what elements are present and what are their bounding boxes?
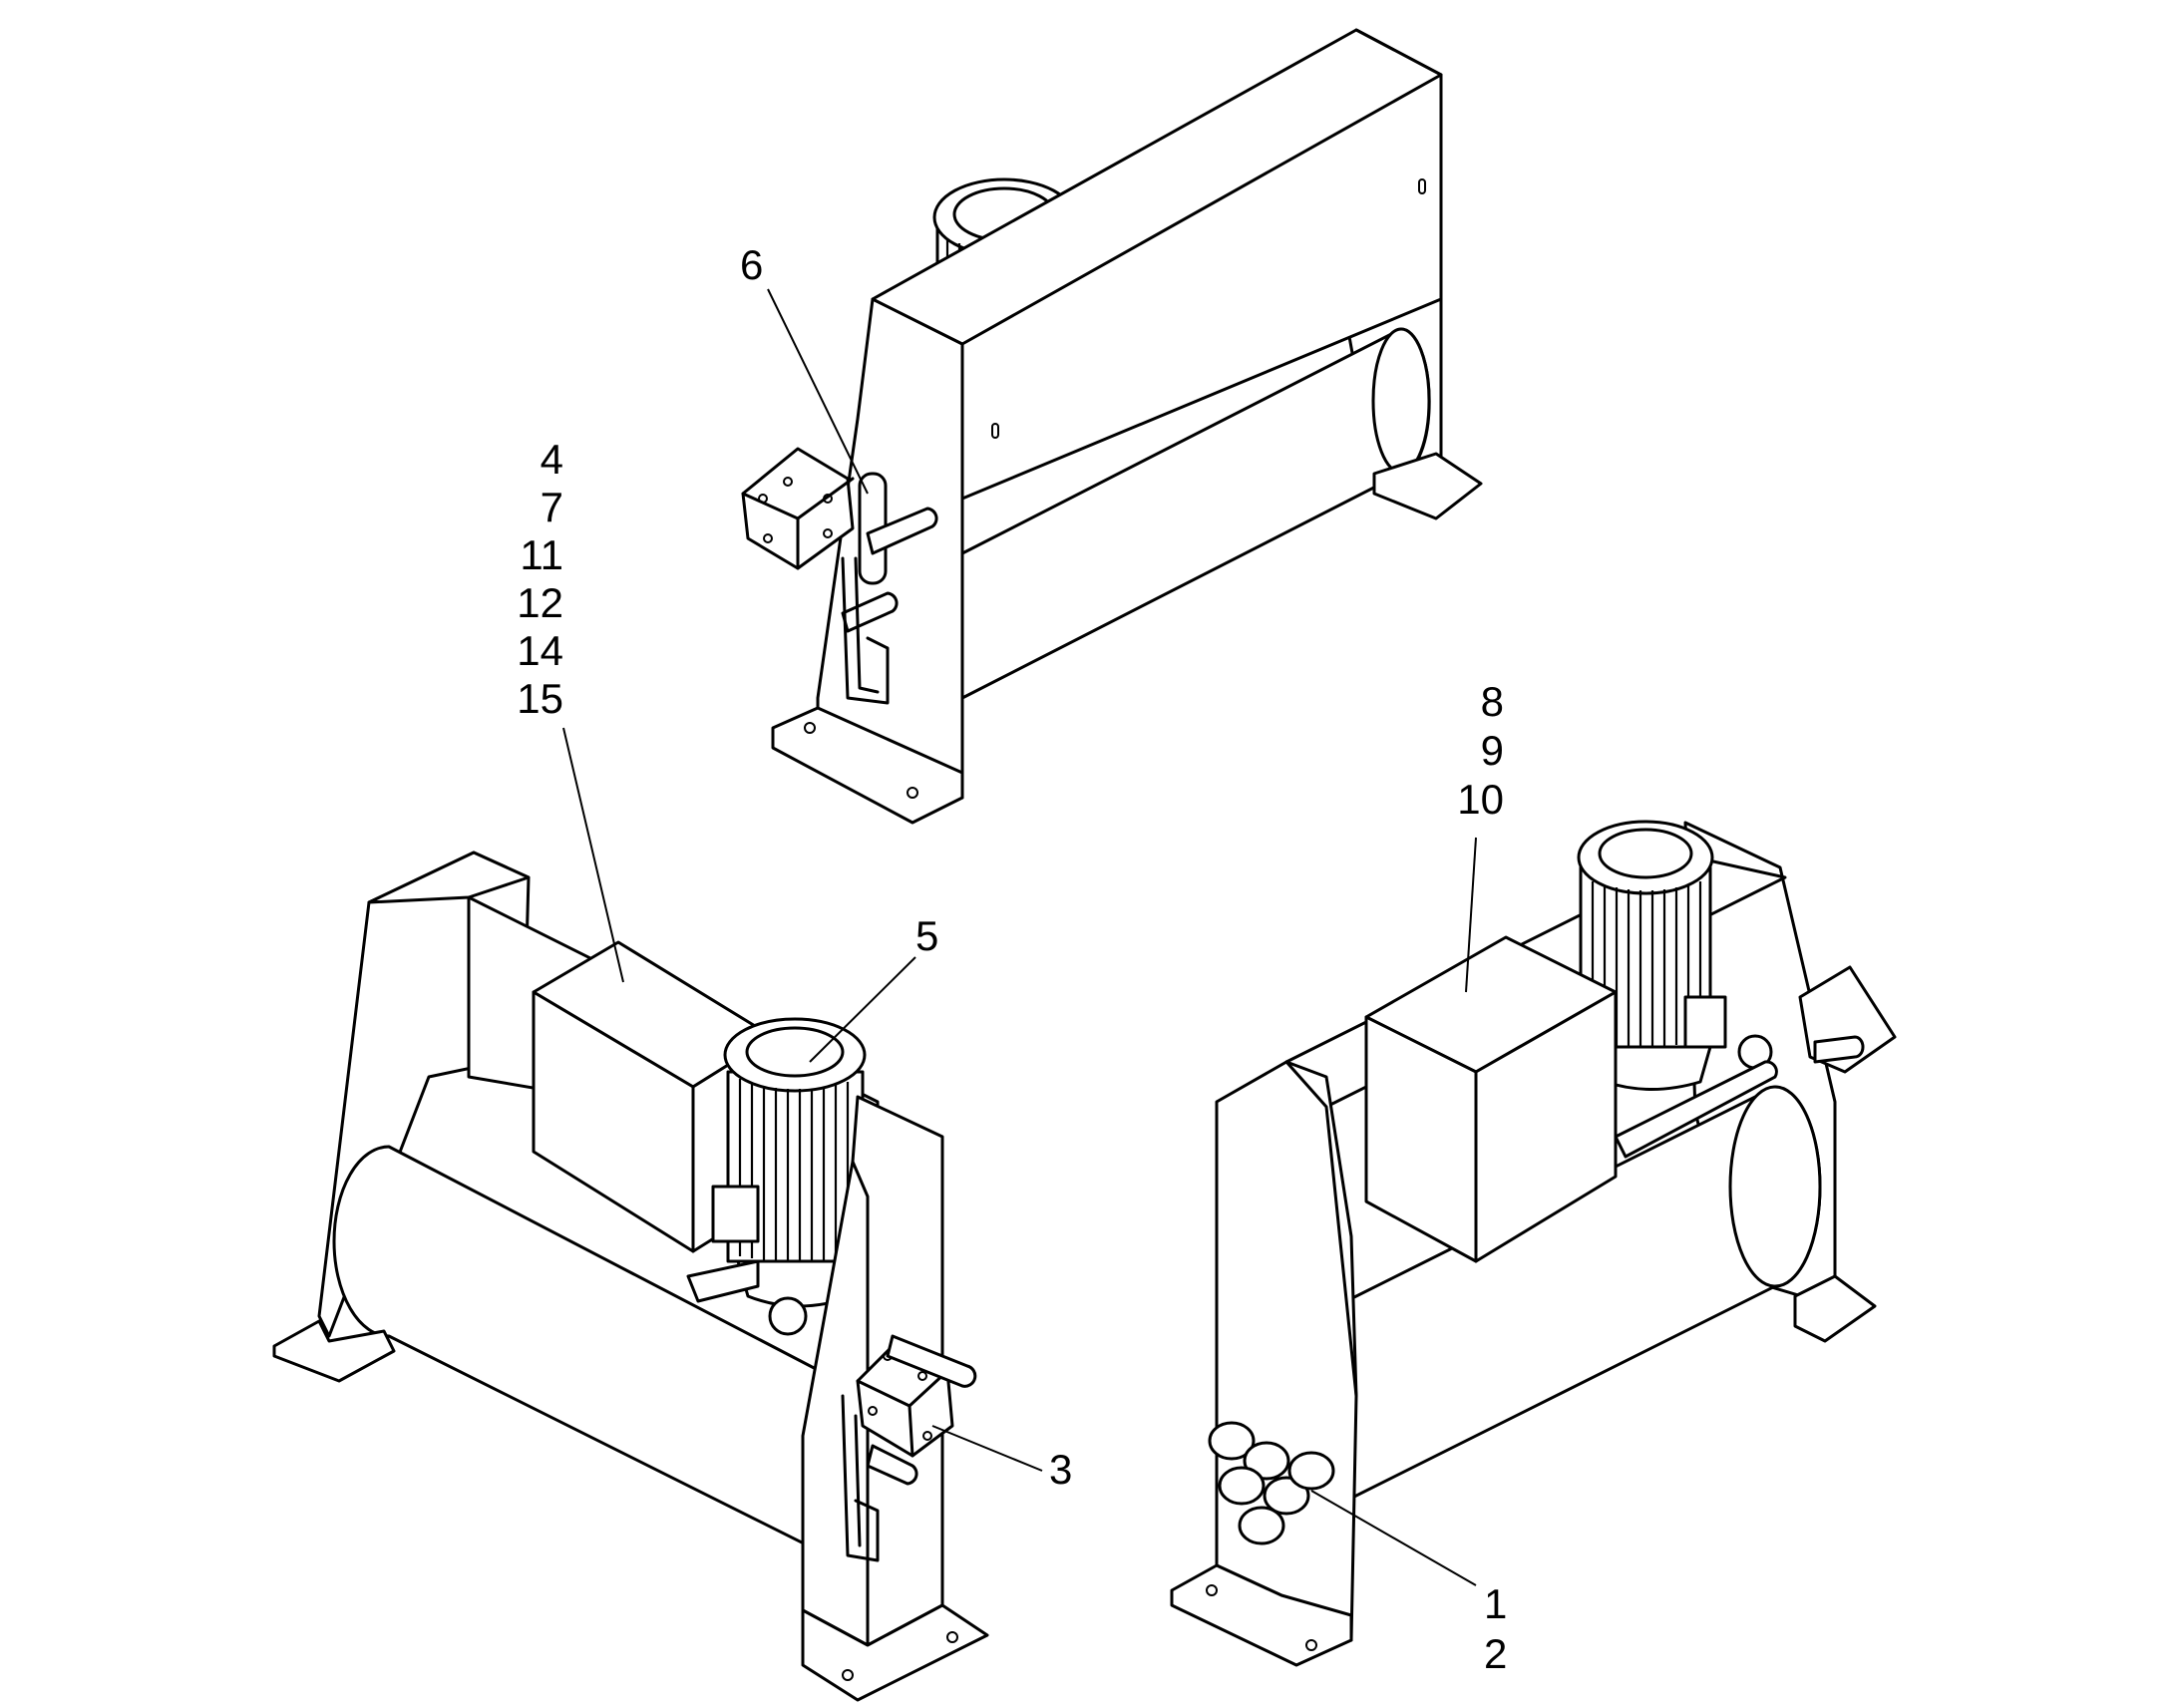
callout-10: 10 xyxy=(1457,776,1504,823)
callout-8: 8 xyxy=(1481,678,1504,725)
callout-3: 3 xyxy=(1049,1446,1072,1493)
rear-panel-top xyxy=(367,851,531,904)
handle-bar xyxy=(886,1334,977,1388)
callout-6: 6 xyxy=(740,241,763,288)
pressure-gauge xyxy=(768,1296,808,1336)
callout-4: 4 xyxy=(541,436,563,483)
callout-labels: 6 4 7 11 12 14 15 5 8 9 10 3 1 2 xyxy=(517,241,1507,1677)
callout-11: 11 xyxy=(520,531,563,578)
unit-left xyxy=(272,851,989,1702)
control-box xyxy=(1364,935,1618,1263)
front-foot xyxy=(801,1603,989,1702)
callout-14: 14 xyxy=(517,627,563,674)
control-box-side xyxy=(1474,990,1618,1263)
handle-bar xyxy=(866,507,938,555)
callout-5: 5 xyxy=(915,912,938,959)
callout-15: 15 xyxy=(517,675,563,722)
rear-foot xyxy=(1372,452,1483,520)
leader-lines xyxy=(562,288,1477,1586)
rear-foot xyxy=(1793,1274,1877,1343)
unit-right xyxy=(1170,820,1897,1667)
unit-top xyxy=(741,28,1483,825)
valve-box xyxy=(741,447,855,570)
callout-7: 7 xyxy=(541,484,563,530)
front-foot xyxy=(771,706,964,825)
left-foot xyxy=(272,1319,396,1383)
drum-top xyxy=(960,327,1431,700)
motor-fan-cover xyxy=(1577,820,1714,895)
callout-2: 2 xyxy=(1484,1630,1507,1677)
side-panel-top-fold xyxy=(871,28,1443,346)
valve-assembly-left xyxy=(841,1334,977,1562)
valve-assembly-top xyxy=(741,447,938,705)
terminal-box xyxy=(711,1185,760,1243)
valve-assembly-right xyxy=(1798,965,1897,1074)
drum-right xyxy=(1334,1085,1822,1508)
terminal-box xyxy=(1683,995,1727,1049)
callout-1: 1 xyxy=(1484,1580,1507,1627)
drum-end xyxy=(1728,1085,1822,1288)
callout-12: 12 xyxy=(517,579,563,626)
drum-end xyxy=(1371,327,1431,475)
cable-glands xyxy=(1208,1421,1335,1545)
front-side-panel xyxy=(1215,1060,1358,1642)
callout-9: 9 xyxy=(1481,727,1504,774)
